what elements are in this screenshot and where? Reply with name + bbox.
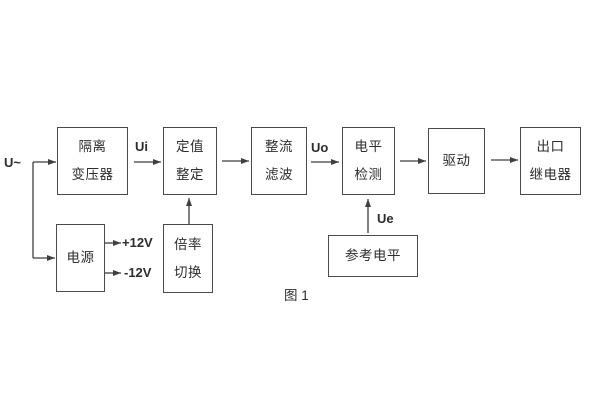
block-label-line: 滤波 bbox=[265, 167, 293, 182]
block-label-line: 电源 bbox=[66, 250, 95, 265]
block-label-line: 倍率 bbox=[174, 236, 202, 252]
block-label-line: 切换 bbox=[174, 264, 202, 280]
block-label-line: 继电器 bbox=[529, 167, 572, 182]
ue-signal-label: Ue bbox=[377, 211, 394, 226]
input-voltage-label: U~ bbox=[4, 155, 21, 170]
ui-signal-label: Ui bbox=[135, 139, 148, 154]
block-label-line: 整定 bbox=[176, 167, 204, 182]
figure-caption: 图 1 bbox=[284, 288, 309, 303]
block-label-line: 变压器 bbox=[71, 167, 114, 182]
negative-rail-label: -12V bbox=[124, 265, 152, 280]
uo-signal-label: Uo bbox=[311, 140, 329, 155]
block-label-line: 定值 bbox=[176, 139, 204, 154]
positive-rail-label: +12V bbox=[122, 235, 153, 250]
block-power-supply: 电源 bbox=[56, 224, 105, 292]
block-reference-level: 参考电平 bbox=[328, 235, 418, 277]
block-label-line: 参考电平 bbox=[345, 248, 401, 263]
block-output-relay: 出口 继电器 bbox=[520, 127, 581, 195]
block-label-line: 隔离 bbox=[78, 139, 107, 154]
block-label-line: 电平 bbox=[354, 139, 383, 154]
block-level-detection: 电平 检测 bbox=[342, 127, 395, 195]
block-setpoint-setting: 定值 整定 bbox=[163, 127, 217, 195]
block-driver: 驱动 bbox=[428, 128, 485, 194]
block-ratio-switch: 倍率 切换 bbox=[163, 224, 213, 293]
block-label-line: 出口 bbox=[536, 139, 565, 154]
block-label-line: 驱动 bbox=[442, 153, 471, 168]
block-label-line: 整流 bbox=[265, 139, 293, 154]
block-rectifier-filter: 整流 滤波 bbox=[251, 127, 307, 195]
block-isolation-transformer: 隔离 变压器 bbox=[57, 127, 128, 195]
block-label-line: 检测 bbox=[354, 167, 383, 182]
